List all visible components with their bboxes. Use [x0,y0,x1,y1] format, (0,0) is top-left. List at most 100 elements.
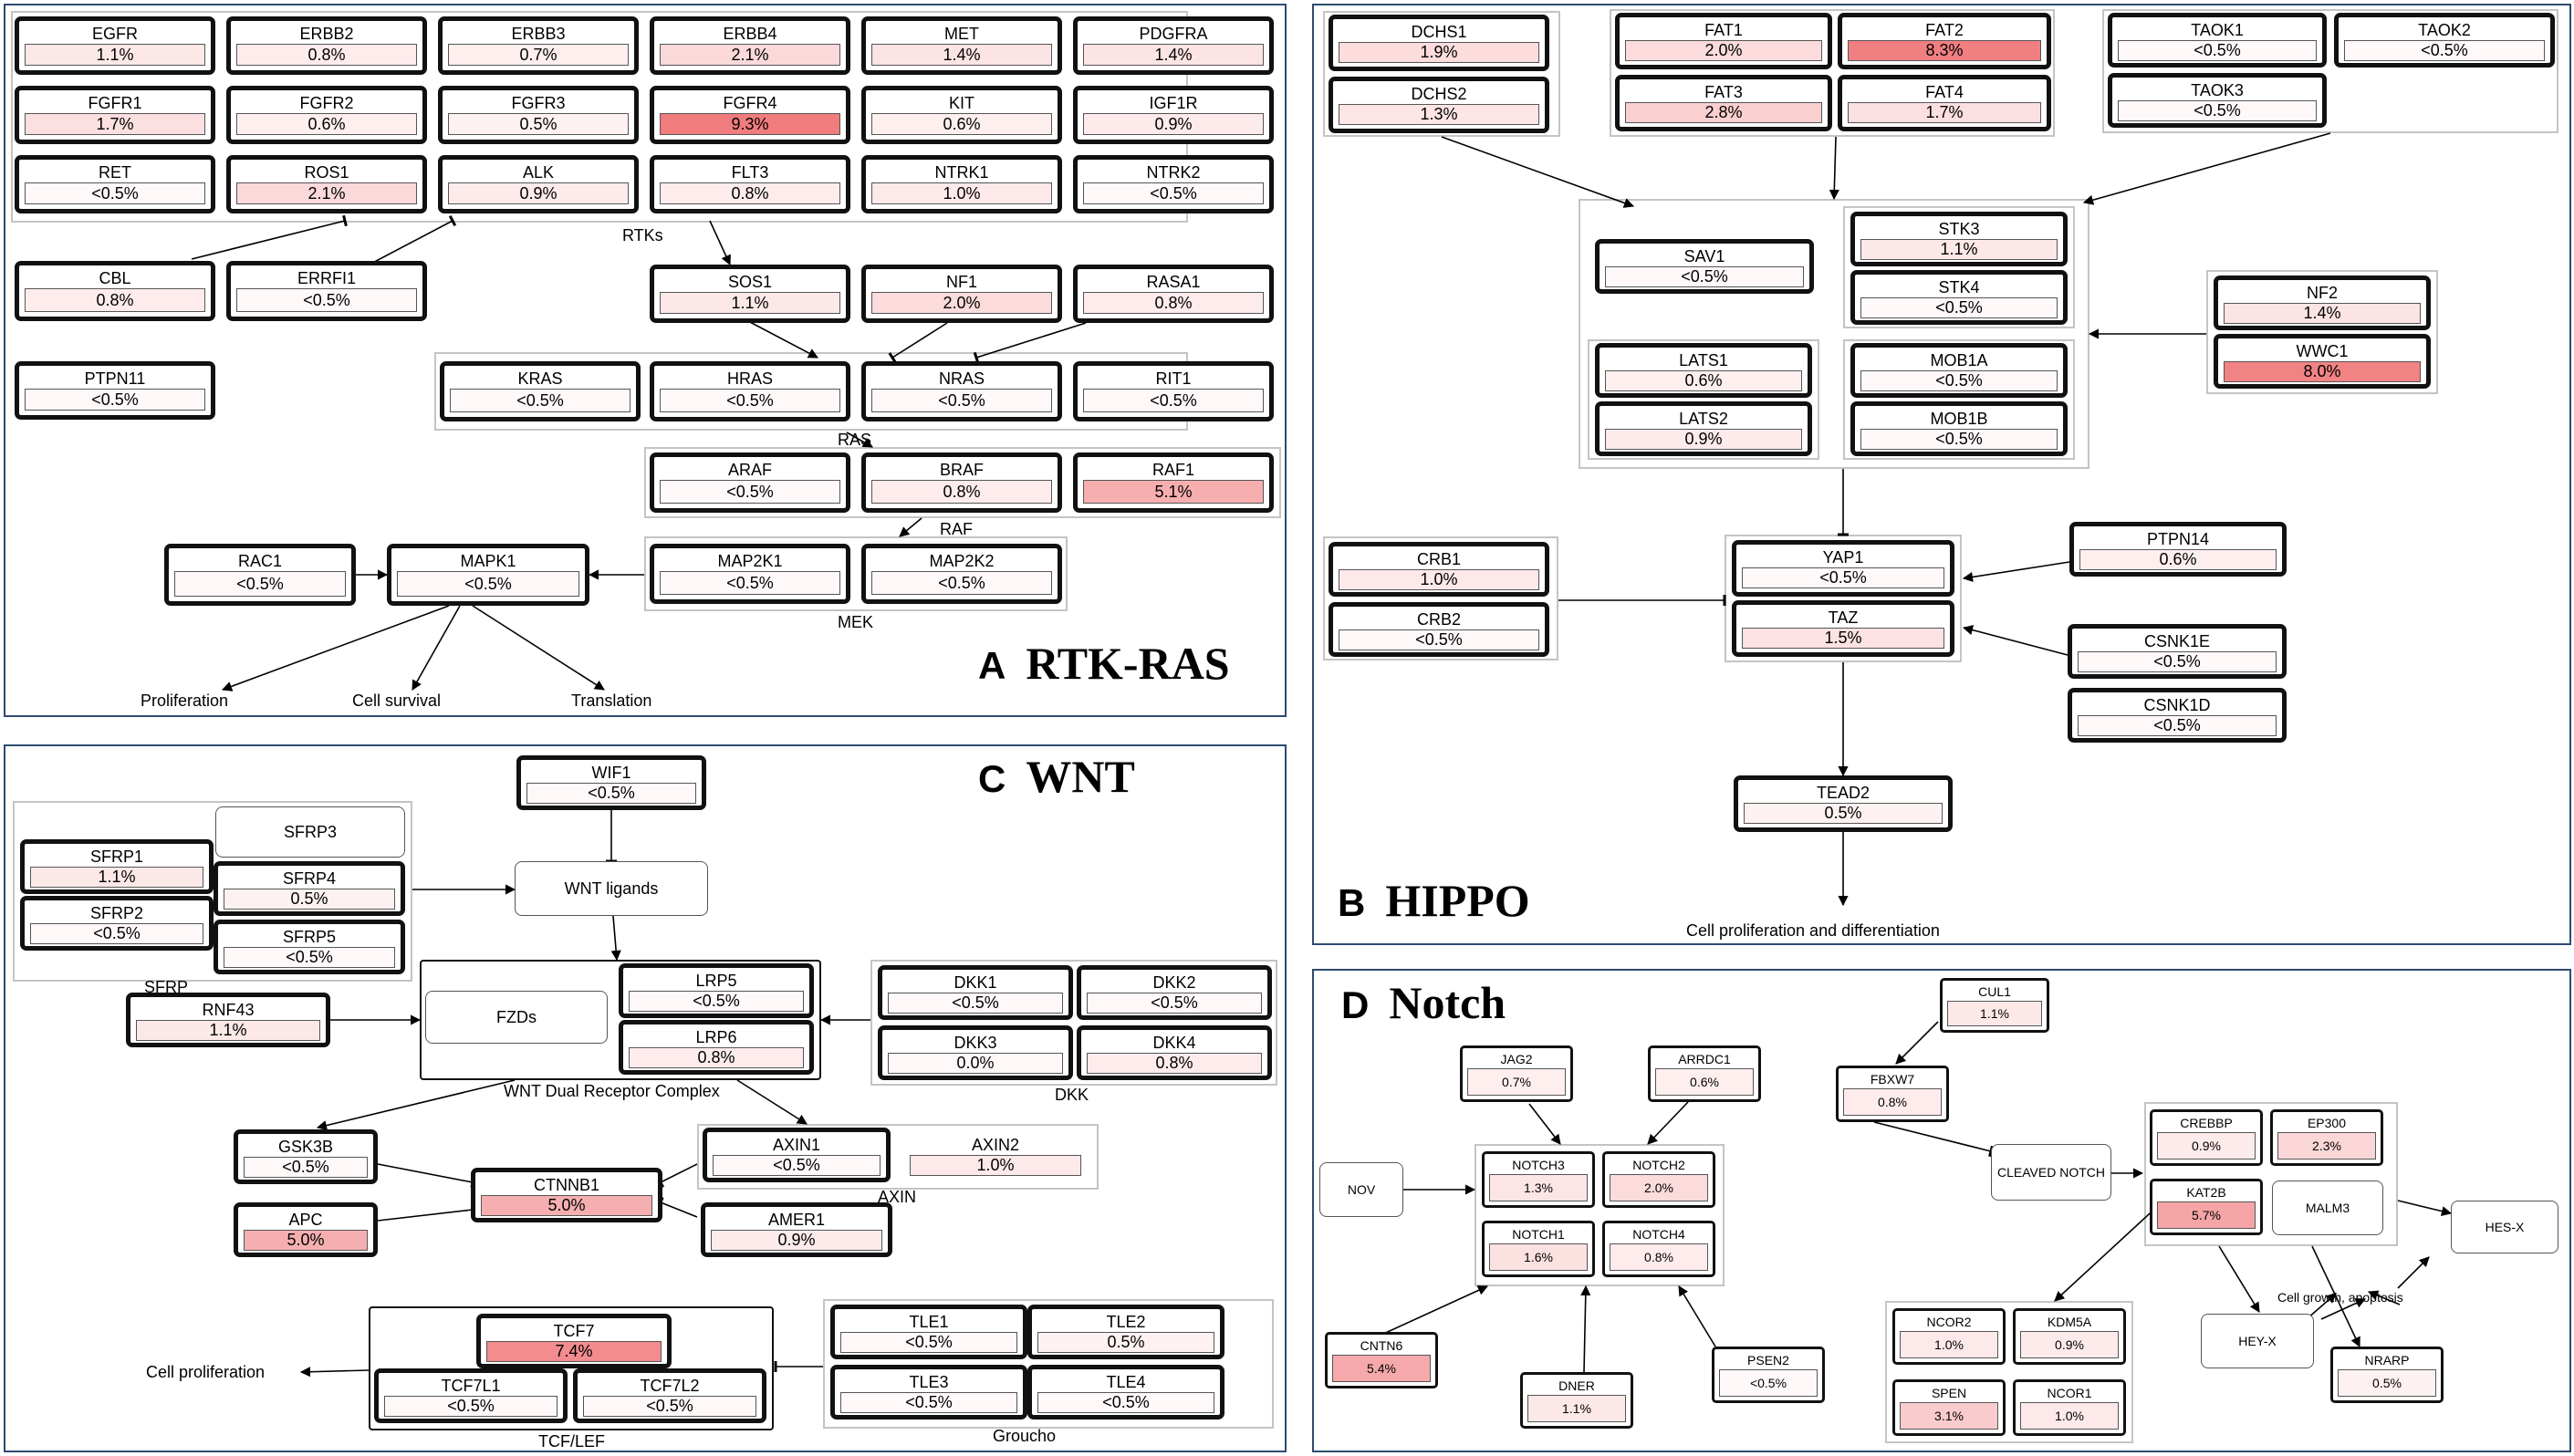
cell-survival-label: Cell survival [352,692,442,710]
gene-ptpn11: PTPN11<0.5% [15,361,215,420]
gene-rac1: RAC1<0.5% [164,544,356,606]
coactivator-group [2144,1102,2398,1246]
hippo-output-label: Cell proliferation and differentiation [1686,921,1940,940]
groucho-label: Groucho [993,1427,1057,1445]
wnt-output-label: Cell proliferation [146,1363,266,1381]
gene-kras: KRAS<0.5% [440,361,641,421]
notch-output-label: Cell growth, apoptosis [2277,1290,2403,1305]
gene-axin1: AXIN1<0.5% [703,1128,891,1182]
gene-sfrp5: SFRP5<0.5% [214,920,405,974]
gene-crb2: CRB2<0.5% [1329,602,1549,657]
proliferation-label: Proliferation [141,692,229,710]
hes-x-node: HES-X [2451,1201,2558,1253]
gene-tcf7l2: TCF7L2<0.5% [573,1368,766,1423]
gene-mapk1: MAPK1<0.5% [387,544,589,606]
gene-stk4: STK4<0.5% [1850,270,2068,325]
gene-map2k1: MAP2K1<0.5% [650,544,850,604]
gene-ntrk2: NTRK2<0.5% [1073,155,1274,213]
gene-ret: RET<0.5% [15,155,215,213]
gene-tcf7l1: TCF7L1<0.5% [374,1368,568,1423]
gene-gsk3b: GSK3B<0.5% [234,1129,378,1184]
gene-tle4: TLE4<0.5% [1027,1365,1224,1420]
gene-psen2: PSEN2<0.5% [1712,1347,1825,1403]
gene-sfrp2: SFRP2<0.5% [20,896,214,951]
gene-map2k2: MAP2K2<0.5% [861,544,1062,604]
gene-nras: NRAS<0.5% [861,361,1062,421]
ras-label: RAS [838,431,872,449]
cleaved-notch-node: CLEAVED NOTCH [1991,1144,2111,1201]
dkk-label: DKK [1055,1086,1089,1104]
mek-label: MEK [838,613,874,631]
gene-mob1a: MOB1A<0.5% [1850,343,2068,398]
mob-group [1843,339,2075,460]
sfrp3-node: SFRP3 [215,806,405,858]
translation-label: Translation [571,692,652,710]
raf-group [644,447,1281,518]
gene-taok1: TAOK1<0.5% [2108,13,2327,68]
groucho-group [823,1299,1274,1429]
fzds-node: FZDs [425,991,608,1044]
gene-rit1: RIT1<0.5% [1073,361,1274,421]
axin-group [697,1124,1099,1190]
stk-group [1843,206,2075,328]
gene-hras: HRAS<0.5% [650,361,850,421]
notch-receptor-group [1475,1144,1725,1286]
wnt-ligands-node: WNT ligands [515,861,708,916]
rtks-label: RTKs [622,226,663,244]
tcf-lef-label: TCF/LEF [538,1432,606,1451]
dchs-group [1323,11,1560,137]
gene-lrp5: LRP5<0.5% [619,963,814,1018]
wnt-complex-label: WNT Dual Receptor Complex [504,1082,720,1100]
sfrp-group [13,801,412,982]
taok-group [2102,9,2558,133]
sfrp-label: SFRP [144,978,189,996]
corepressor-group [1885,1301,2133,1443]
